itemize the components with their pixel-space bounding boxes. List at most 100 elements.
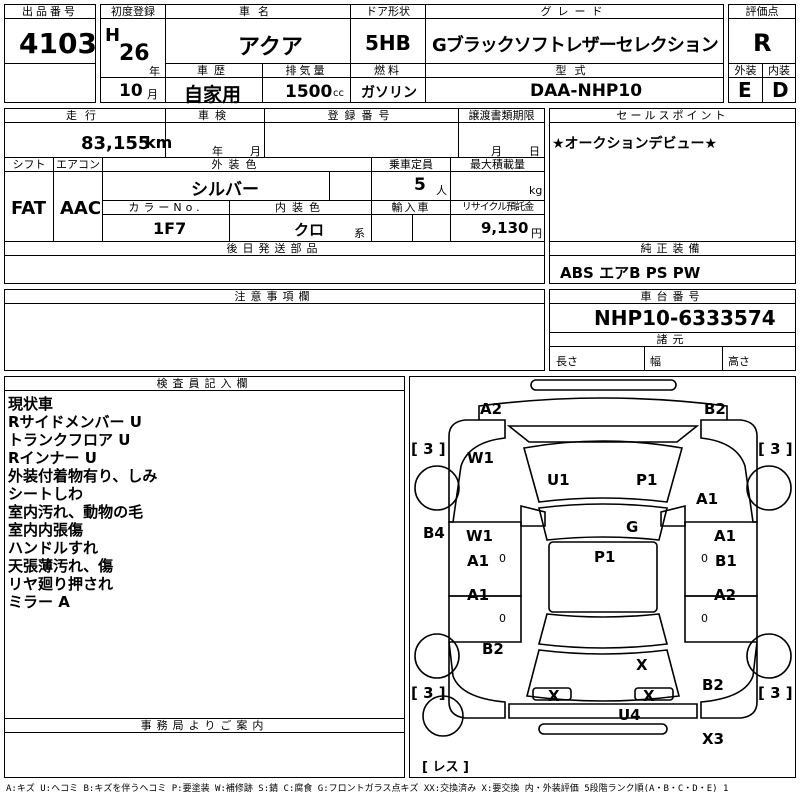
- inspection-cell: 車検 年 月: [165, 108, 265, 158]
- history-label: 車歴: [166, 64, 262, 78]
- inspection-label: 車検: [166, 109, 264, 123]
- mark-a2-right-door: A2: [714, 586, 737, 604]
- mark-b1: B1: [715, 552, 737, 570]
- inspector-notes-label: 検査員記入欄: [5, 377, 404, 391]
- grade-cell: グレード Gブラックソフトレザーセレクション: [425, 4, 724, 64]
- era: H: [105, 25, 121, 46]
- mark-u4: U4: [618, 706, 641, 724]
- note-line: 室内内張傷: [8, 521, 84, 539]
- car-name-cell: 車名 アクア: [165, 4, 351, 64]
- score-cell: 評価点 R: [728, 4, 796, 64]
- equipment: ABS エアB PS PW: [560, 264, 701, 282]
- mark-zero-left-door: 0: [499, 612, 506, 625]
- color-number: 1F7: [153, 219, 187, 238]
- inspector-notes-list: 現状車 Rサイドメンバー U トランクフロア U Rインナー U 外装付着物有り…: [8, 395, 157, 611]
- mark-b2-left-rear: B2: [482, 640, 504, 658]
- year-unit: 年: [149, 65, 160, 78]
- capacity: 5: [414, 175, 426, 195]
- recycle-deposit: 9,130: [481, 219, 529, 237]
- rear-parts-label: 後日発送部品: [5, 242, 544, 256]
- model-label: 型式: [426, 64, 723, 78]
- mark-w1-top: W1: [467, 449, 494, 467]
- mark-b2-right-rear: B2: [702, 676, 724, 694]
- mark-x-left-lamp: X: [548, 687, 560, 705]
- interior-grade-cell: 内装 D: [762, 63, 796, 103]
- lot-number: 4103: [19, 27, 97, 60]
- shift-cell: シフト FAT: [4, 157, 54, 242]
- max-load-cell: 最大積載量 kg: [450, 157, 545, 201]
- mark-zero-right: 0: [701, 552, 708, 565]
- legend: A:キズ U:ヘコミ B:キズを伴うヘコミ P:要塗装 W:補修跡 S:錆 C:…: [6, 784, 729, 794]
- equipment-cell: 純正装備 ABS エアB PS PW: [549, 241, 796, 284]
- sales-point: ★オークションデビュー★: [552, 136, 718, 152]
- mileage: 83,155: [81, 133, 151, 154]
- mark-a2-front-left: A2: [480, 400, 503, 418]
- mark-a1-left-door: A1: [467, 586, 490, 604]
- door-cell: ドア形状 5HB: [350, 4, 426, 64]
- inspection-month-unit: 月: [250, 145, 261, 158]
- tires-rear-right: [ 3 ]: [758, 684, 793, 702]
- registration-month-cell: 10 月: [100, 77, 166, 103]
- model: DAA-NHP10: [530, 81, 643, 101]
- note-line: 天張薄汚れ、傷: [8, 557, 114, 575]
- interior-color-label: 内装色: [230, 201, 371, 215]
- note-line: リヤ廻り押され: [8, 575, 114, 593]
- score-label: 評価点: [729, 5, 795, 19]
- mark-zero-left: 0: [499, 552, 506, 565]
- model-cell: 型式 DAA-NHP10: [425, 63, 724, 103]
- capacity-unit: 人: [436, 184, 447, 197]
- chassis-label: 車台番号: [550, 290, 795, 304]
- mark-x3: X3: [702, 730, 725, 748]
- registration-year: 26: [119, 41, 150, 66]
- interior-grade-label: 内装: [763, 64, 795, 78]
- note-line: Rインナー U: [8, 449, 97, 467]
- width-label: 幅: [650, 355, 661, 368]
- interior-color-unit: 系: [354, 227, 365, 240]
- note-line: シートしわ: [8, 485, 84, 503]
- reg-number-cell: 登録番号: [264, 108, 459, 158]
- office-notice-label: 事務局よりご案内: [5, 719, 404, 733]
- mark-w1-mid: W1: [466, 527, 493, 545]
- mark-zero-right-door: 0: [701, 612, 708, 625]
- chassis-cell: 車台番号 NHP10-6333574: [549, 289, 796, 333]
- exterior-color-label: 外装色: [103, 158, 371, 172]
- mark-g-windshield: G: [626, 518, 639, 536]
- interior-color: クロ: [294, 221, 325, 239]
- ac: AAC: [60, 198, 102, 219]
- office-notice-cell: 事務局よりご案内: [4, 718, 405, 778]
- mark-b4: B4: [423, 524, 445, 542]
- transfer-deadline-cell: 譲渡書類期限 月 日: [458, 108, 545, 158]
- lot-number-label: 出品番号: [5, 5, 95, 19]
- import-label: 輸入車: [372, 201, 450, 215]
- door-type: 5HB: [365, 31, 411, 55]
- ac-cell: エアコン AAC: [53, 157, 103, 242]
- note-line: 室内汚れ、動物の毛: [8, 503, 144, 521]
- first-registration-cell: 初度登録 H 26 年: [100, 4, 166, 78]
- equipment-label: 純正装備: [550, 242, 795, 256]
- mileage-label: 走行: [5, 109, 165, 123]
- ac-label: エアコン: [54, 158, 102, 172]
- interior-color-cell: 内装色 クロ 系: [229, 200, 372, 242]
- car-diagram-cell: [409, 376, 796, 778]
- sales-point-label: セールスポイント: [550, 109, 795, 123]
- door-label: ドア形状: [351, 5, 425, 19]
- history: 自家用: [184, 84, 242, 106]
- displacement-cell: 排気量 1500 cc: [262, 63, 351, 103]
- tires-front-right: [ 3 ]: [758, 440, 793, 458]
- tires-rear-left: [ 3 ]: [411, 684, 446, 702]
- displacement: 1500: [285, 82, 333, 102]
- first-registration-label: 初度登録: [101, 5, 165, 19]
- car-diagram: [414, 379, 792, 737]
- mileage-cell: 走行 83,155 km: [4, 108, 172, 158]
- shift-label: シフト: [5, 158, 53, 172]
- car-name: アクア: [238, 35, 303, 60]
- exterior-color-cell: 外装色 シルバー: [102, 157, 372, 201]
- capacity-cell: 乗車定員 5 人: [371, 157, 451, 201]
- height-label: 高さ: [728, 355, 750, 368]
- specs-label: 諸元: [550, 333, 795, 347]
- mark-p1-roof: P1: [594, 548, 616, 566]
- interior-grade: D: [772, 78, 789, 102]
- mark-u1: U1: [547, 471, 570, 489]
- length-label: 長さ: [556, 355, 578, 368]
- fuel: ガソリン: [361, 85, 417, 101]
